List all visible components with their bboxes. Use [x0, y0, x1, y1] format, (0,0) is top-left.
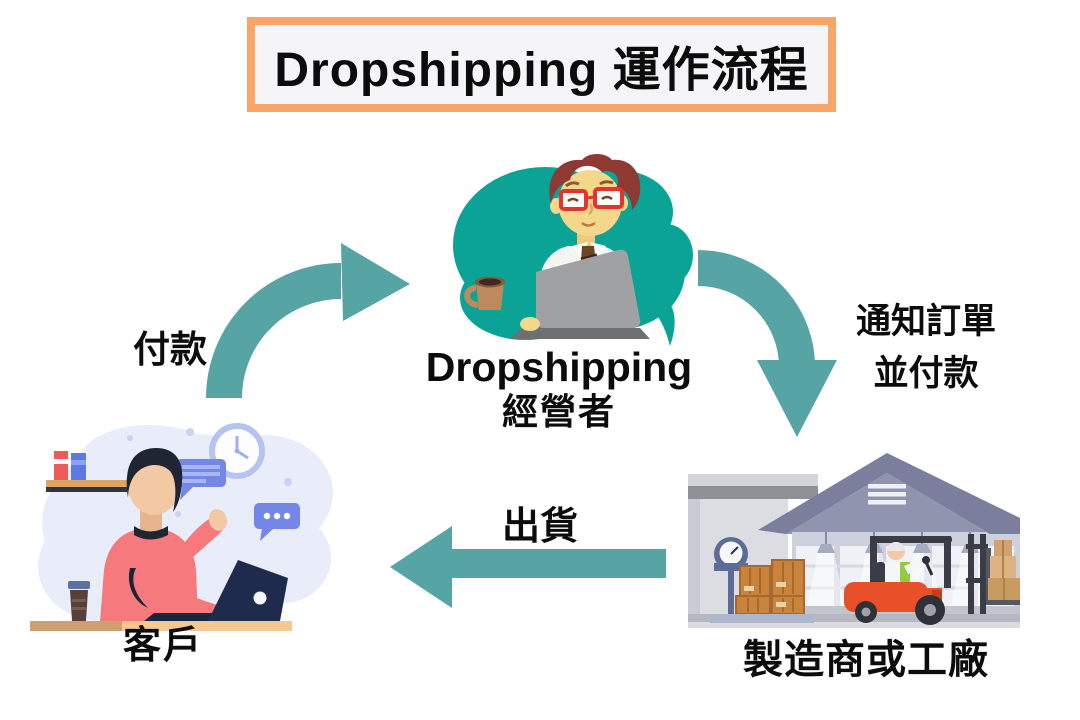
factory-node-label: 製造商或工廠: [743, 638, 989, 682]
shipping-arrow-icon: [390, 526, 666, 608]
forklift-boxes: [988, 540, 1020, 600]
forklift-icon: [844, 534, 1020, 625]
order-arrow-label: 通知訂單 並付款: [831, 296, 1021, 400]
laptop-icon: [510, 249, 650, 339]
order-arrow-label-line2: 並付款: [873, 354, 979, 393]
operator-label-line2: 經營者: [501, 391, 616, 432]
forklift-mast: [966, 534, 1020, 614]
desk: [30, 621, 292, 631]
page-title: Dropshipping 運作流程: [274, 43, 809, 97]
title-box: Dropshipping 運作流程: [247, 17, 836, 112]
order-arrow-label-line1: 通知訂單: [855, 302, 996, 341]
operator-label-line1: Dropshipping: [425, 344, 693, 390]
operator-at-laptop-icon: [453, 154, 693, 346]
speech-bubble-lines-icon: [176, 459, 226, 500]
coffee-mug-icon: [464, 276, 505, 310]
customer-laptop-icon: [144, 560, 288, 621]
order-arrow-icon: [697, 250, 837, 437]
customer-node-label: 客戶: [122, 625, 203, 667]
payment-arrow-label: 付款: [133, 329, 207, 370]
customer-at-desk-icon: [30, 423, 333, 631]
operator-node-label: Dropshipping 經營者: [419, 347, 699, 430]
shelf-with-binders-icon: [46, 451, 142, 492]
crate-stack: [710, 559, 814, 623]
decor-dots: [127, 428, 292, 517]
shipping-arrow-label: 出貨: [501, 506, 578, 548]
payment-arrow-icon: [206, 243, 410, 399]
speech-bubble-dots-icon: [254, 503, 300, 541]
operator-head: [549, 154, 641, 236]
warehouse-forklift-icon: [688, 448, 1020, 628]
scale-icon: [714, 537, 748, 616]
coffee-cup-icon: [68, 581, 90, 621]
